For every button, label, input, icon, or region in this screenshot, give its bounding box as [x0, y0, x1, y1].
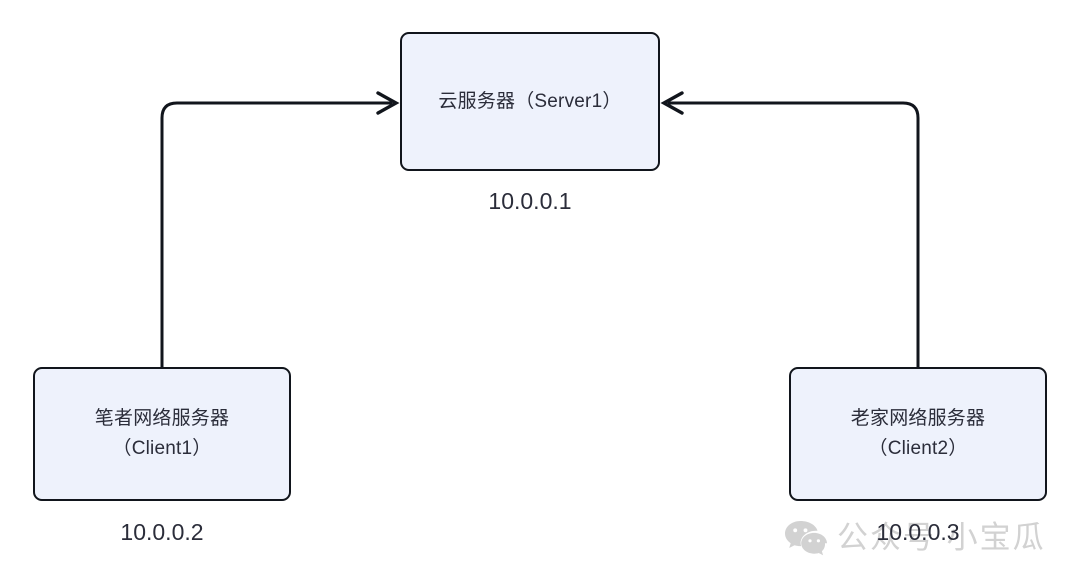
wechat-icon [785, 521, 827, 556]
watermark-text: 公众号 小宝瓜 [837, 520, 1046, 555]
arrowhead-into-server-right [660, 91, 684, 115]
connector-client1-to-server [160, 101, 392, 367]
connector-client2-to-server [668, 101, 920, 367]
node-client2[interactable]: 老家网络服务器 （Client2） [789, 367, 1047, 501]
node-client1-label-line1: 笔者网络服务器 [94, 408, 230, 429]
watermark: 公众号 小宝瓜 [784, 510, 1046, 566]
ip-label-server: 10.0.0.1 [488, 188, 572, 214]
node-cloud-server[interactable]: 云服务器（Server1） [400, 32, 660, 171]
ip-label-client1: 10.0.0.2 [120, 519, 204, 545]
node-cloud-server-label: 云服务器（Server1） [438, 90, 622, 112]
node-client1-label-line2: （Client1） [112, 438, 212, 459]
arrowhead-into-server-left [376, 91, 400, 115]
node-client1[interactable]: 笔者网络服务器 （Client1） [33, 367, 291, 501]
node-client2-label-line1: 老家网络服务器 [850, 408, 986, 429]
ip-label-client2: 10.0.0.3 [876, 519, 960, 545]
node-client2-label-line2: （Client2） [868, 438, 968, 459]
